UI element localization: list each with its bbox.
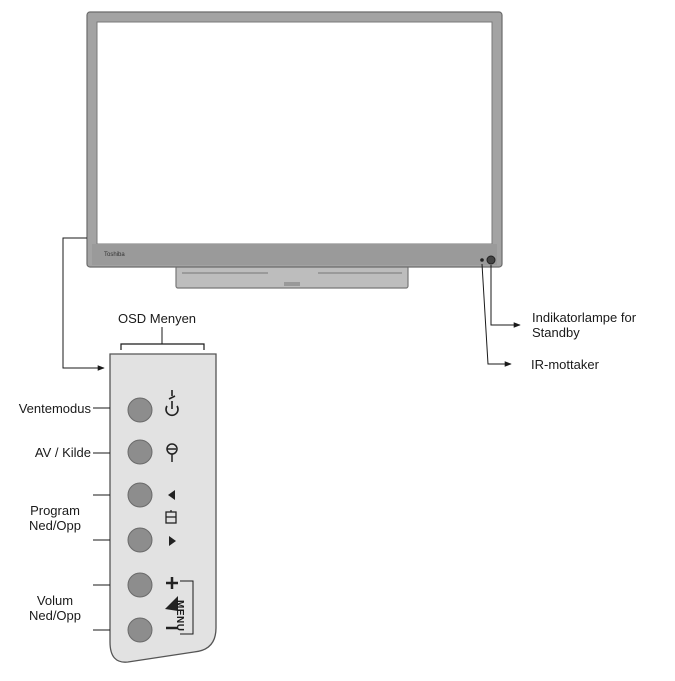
standby-indicator-label: Indikatorlampe for Standby — [532, 310, 636, 340]
av-source-button[interactable] — [127, 439, 153, 465]
volume-buttons-label: Volum Ned/Opp — [20, 593, 90, 623]
menu-bracket — [180, 580, 194, 635]
program-icon — [165, 510, 177, 524]
ir-receiver-sensor — [480, 258, 484, 262]
standby-indicator-label-line2: Standby — [532, 325, 580, 340]
program-down-button[interactable] — [127, 527, 153, 553]
volume-down-button[interactable] — [127, 617, 153, 643]
standby-button-label: Ventemodus — [18, 401, 91, 416]
ir-receiver-label: IR-mottaker — [531, 357, 599, 372]
indicator-pointers — [481, 263, 521, 367]
triangle-up-icon — [168, 490, 175, 500]
panel-connector — [62, 237, 105, 371]
leader-lines — [93, 407, 110, 631]
power-icon — [165, 390, 179, 417]
program-up-button[interactable] — [127, 482, 153, 508]
volume-up-button[interactable] — [127, 572, 153, 598]
volume-label-line2: Ned/Opp — [28, 608, 82, 623]
av-source-button-label: AV / Kilde — [34, 445, 91, 460]
program-label-line1: Program — [30, 503, 80, 518]
tv-set — [86, 11, 503, 268]
volume-label-line1: Volum — [36, 593, 74, 608]
program-buttons-label: Program Ned/Opp — [20, 503, 90, 533]
osd-bracket — [120, 327, 205, 350]
tv-screen — [96, 21, 493, 245]
osd-menu-label: OSD Menyen — [118, 311, 197, 326]
tv-brand-logo: Toshiba — [104, 252, 125, 258]
triangle-down-icon — [169, 536, 176, 546]
menu-label: MENU — [174, 600, 185, 632]
panel-buttons — [127, 397, 153, 643]
standby-indicator-light — [486, 255, 496, 265]
control-panel — [109, 353, 217, 663]
volume-wedge-icon — [165, 596, 178, 611]
standby-button[interactable] — [127, 397, 153, 423]
source-input-icon — [166, 443, 178, 462]
program-label-line2: Ned/Opp — [28, 518, 82, 533]
plus-icon — [166, 577, 178, 589]
standby-indicator-label-line1: Indikatorlampe for — [532, 310, 637, 325]
tv-bottom-bezel — [92, 244, 497, 265]
